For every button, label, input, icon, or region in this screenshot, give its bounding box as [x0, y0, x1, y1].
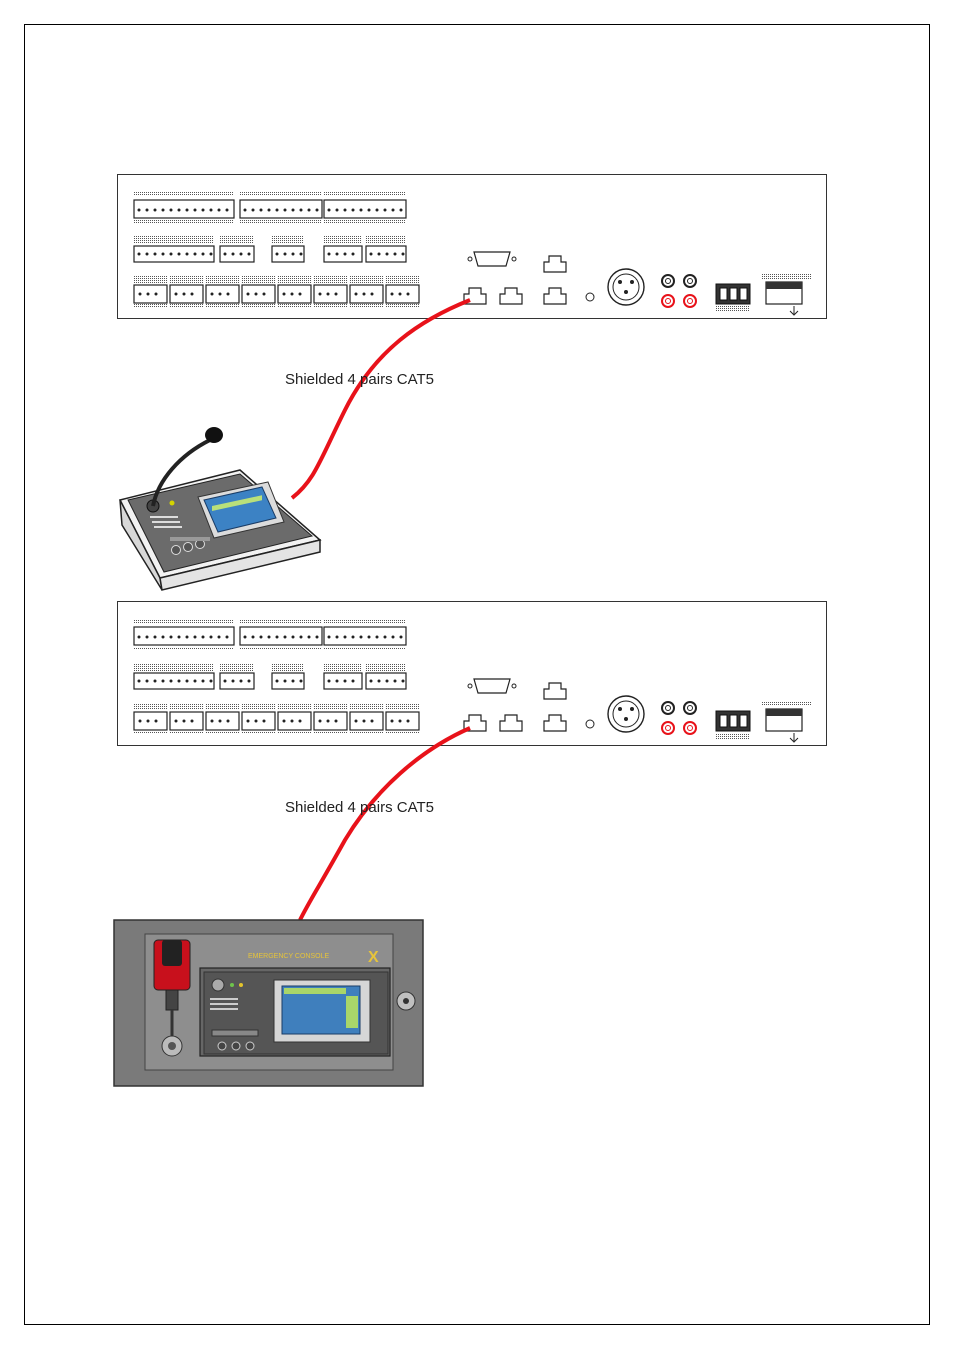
terminal-block — [205, 284, 240, 304]
terminal-block — [385, 284, 420, 304]
rca-jack — [661, 701, 675, 715]
rj45-port — [499, 714, 523, 732]
rj45-port — [543, 682, 567, 700]
rca-jack — [661, 274, 675, 288]
terminal-block — [313, 711, 348, 731]
terminal-block — [169, 284, 204, 304]
terminal-block — [205, 711, 240, 731]
terminal-block — [239, 199, 323, 219]
terminal-block — [133, 711, 168, 731]
terminal-block — [385, 711, 420, 731]
rj45-port — [543, 287, 567, 305]
terminal-block — [277, 284, 312, 304]
rca-jack — [661, 721, 675, 735]
terminal-block — [241, 284, 276, 304]
terminal-block — [323, 626, 407, 646]
terminal-block — [323, 245, 363, 263]
terminal-block — [349, 284, 384, 304]
terminal-block — [133, 626, 235, 646]
terminal-block — [241, 711, 276, 731]
ground-icon — [585, 292, 595, 302]
terminal-block — [169, 711, 204, 731]
cat5-cable-1 — [290, 298, 471, 500]
gooseneck-mic-icon — [151, 438, 211, 507]
terminal-block — [323, 199, 407, 219]
terminal-block — [133, 672, 215, 690]
cable-label-2: Shielded 4 pairs CAT5 — [285, 799, 434, 816]
terminal-block — [133, 284, 168, 304]
rca-jack — [683, 274, 697, 288]
cat5-cable-2 — [298, 726, 471, 921]
key-lock-icon — [396, 991, 416, 1011]
rj45-port — [543, 714, 567, 732]
terminal-block — [219, 672, 255, 690]
desktop-console — [118, 427, 322, 591]
rca-jack — [683, 701, 697, 715]
wall-console-brand: EMERGENCY CONSOLE — [248, 953, 329, 960]
terminal-block — [239, 626, 323, 646]
ground-icon — [585, 719, 595, 729]
db9-port — [473, 251, 511, 267]
panel-2-connectors — [133, 619, 812, 743]
db9-port — [473, 678, 511, 694]
rca-jack — [683, 721, 697, 735]
rca-jack — [661, 294, 675, 308]
page-frame — [24, 24, 930, 1325]
terminal-block — [313, 284, 348, 304]
terminal-block — [133, 199, 235, 219]
cable-label-1: Shielded 4 pairs CAT5 — [285, 371, 434, 388]
svg-text:X: X — [368, 949, 379, 966]
handheld-mic-icon — [153, 939, 191, 1057]
terminal-block — [323, 672, 363, 690]
terminal-block — [133, 245, 215, 263]
terminal-block — [277, 711, 312, 731]
terminal-block — [271, 245, 305, 263]
terminal-block — [219, 245, 255, 263]
terminal-block — [271, 672, 305, 690]
rj45-port — [543, 255, 567, 273]
rca-jack — [683, 294, 697, 308]
panel-1-connectors — [133, 192, 812, 316]
wall-mount-console: EMERGENCY CONSOLE X — [113, 919, 424, 1087]
rj45-port — [499, 287, 523, 305]
terminal-block — [349, 711, 384, 731]
